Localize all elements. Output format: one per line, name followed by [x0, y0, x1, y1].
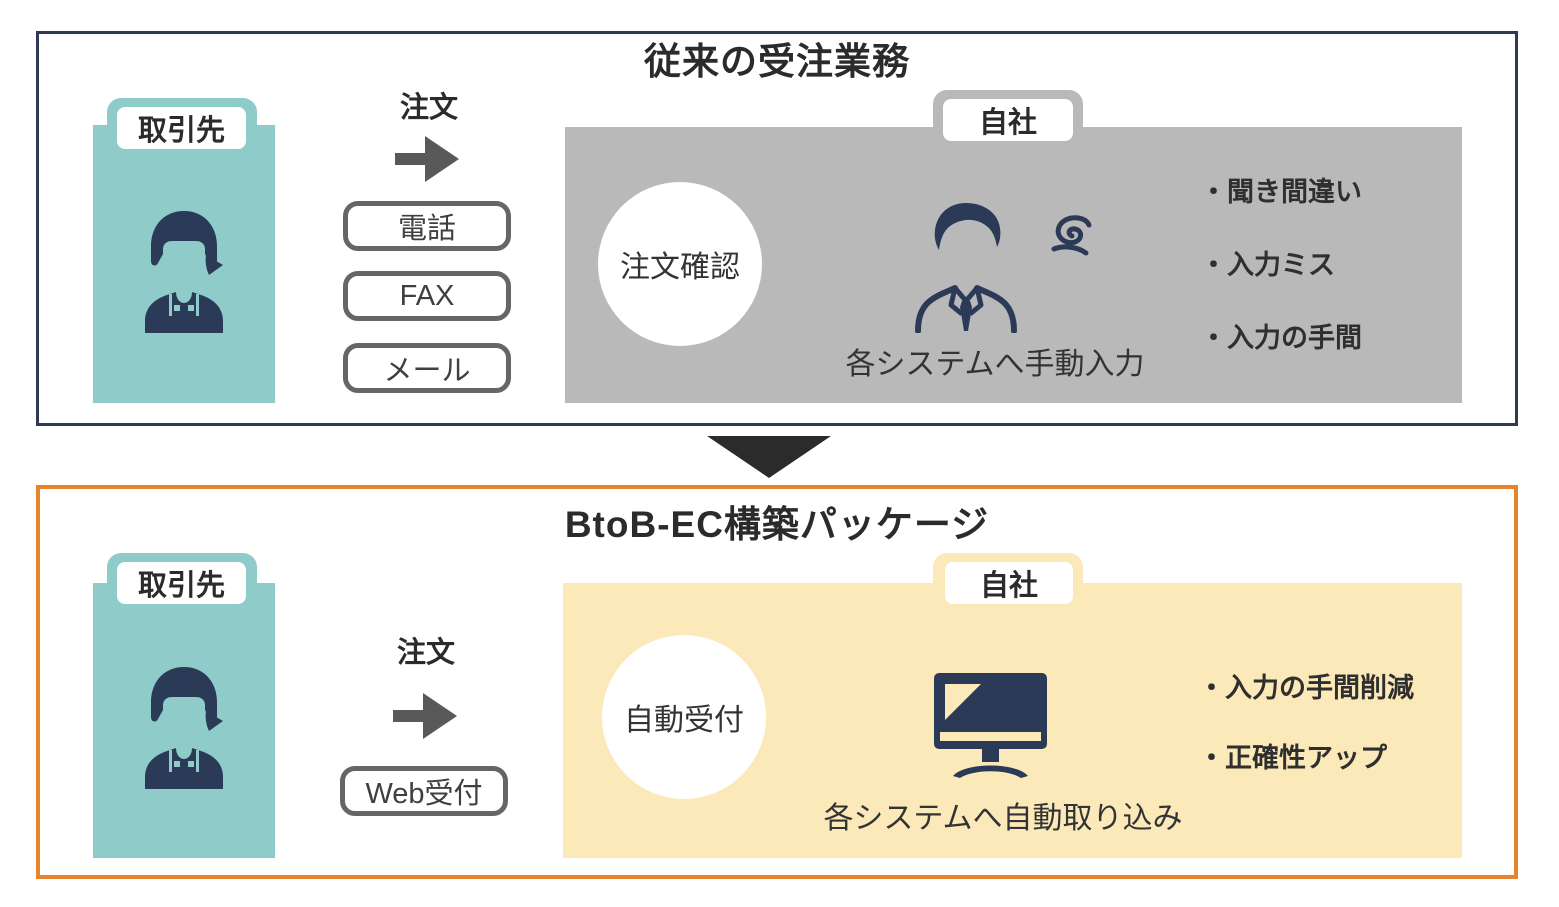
company-panel: 自動受付 各システムへ自動取り込み ・入力の手間削減 ・正確性アップ	[563, 583, 1462, 858]
benefit-list: ・入力の手間削減 ・正確性アップ	[1198, 674, 1414, 772]
partner-tab-label: 取引先	[113, 103, 250, 153]
issue-item: ・入力ミス	[1200, 250, 1335, 280]
channel-button-web: Web受付	[340, 766, 508, 816]
section-btob-ec: BtoB-EC構築パッケージ 取引先 注文 Web受付 自動受付	[36, 485, 1518, 879]
process-circle: 注文確認	[598, 182, 762, 346]
worker-person-icon	[145, 211, 223, 333]
section-traditional: 従来の受注業務 取引先 注文 電話 FAX メール 注文確認	[36, 31, 1518, 426]
arrow-right-icon	[395, 136, 459, 182]
channel-button-fax: FAX	[343, 271, 511, 321]
arrow-right-icon	[393, 693, 457, 739]
computer-monitor-icon	[934, 673, 1047, 778]
section-title: BtoB-EC構築パッケージ	[564, 504, 990, 545]
auto-import-caption: 各システムへ自動取り込み	[823, 802, 1183, 835]
company-tab-label: 自社	[939, 95, 1077, 145]
order-label: 注文	[399, 92, 458, 124]
triangle-down-icon	[707, 436, 831, 478]
worker-person-icon	[145, 667, 223, 789]
partner-panel	[93, 583, 275, 858]
order-label: 注文	[396, 637, 455, 669]
partner-panel	[93, 125, 275, 403]
company-panel: 注文確認 各システムへ手動入力 ・聞き間違い ・入力ミス ・入力の手間	[565, 127, 1462, 403]
section-title: 従来の受注業務	[644, 41, 910, 82]
partner-tab-label: 取引先	[113, 558, 250, 608]
channel-button-phone: 電話	[343, 201, 511, 251]
benefit-item: ・入力の手間削減	[1198, 673, 1414, 703]
process-circle: 自動受付	[602, 635, 766, 799]
confusion-scribble-icon	[1051, 215, 1092, 256]
issue-item: ・入力の手間	[1200, 323, 1362, 353]
issue-list: ・聞き間違い ・入力ミス ・入力の手間	[1200, 178, 1362, 352]
company-tab-label: 自社	[941, 558, 1077, 608]
benefit-item: ・正確性アップ	[1198, 743, 1387, 773]
manual-entry-caption: 各システムへ手動入力	[845, 348, 1145, 381]
channel-button-mail: メール	[343, 343, 511, 393]
issue-item: ・聞き間違い	[1200, 177, 1362, 207]
businessman-icon	[915, 203, 1017, 333]
